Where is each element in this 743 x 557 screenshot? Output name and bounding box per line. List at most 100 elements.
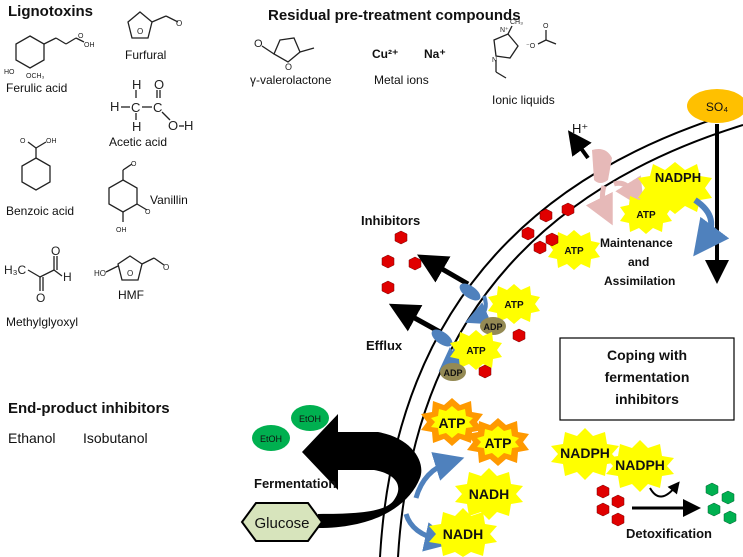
proton-pump bbox=[592, 149, 612, 183]
svg-text:HO: HO bbox=[94, 269, 106, 278]
external-inhibitors bbox=[381, 230, 422, 295]
ionic-liquid-structure: N⁺ N CH₃ ⁻O O bbox=[492, 19, 557, 79]
coping-line-2: fermentation bbox=[605, 369, 690, 385]
hmf-label: HMF bbox=[118, 288, 144, 302]
benzoic-acid-structure: O OH bbox=[20, 138, 57, 191]
svg-text:O: O bbox=[127, 269, 133, 278]
svg-text:ATP: ATP bbox=[636, 210, 656, 221]
so4-label: SO₄ bbox=[706, 100, 728, 114]
etoh-1 bbox=[291, 405, 329, 431]
svg-text:H: H bbox=[132, 77, 141, 92]
svg-text:H: H bbox=[184, 118, 193, 133]
svg-text:O: O bbox=[163, 263, 169, 272]
efflux-transporter-2 bbox=[431, 329, 453, 347]
svg-text:ATP: ATP bbox=[564, 246, 584, 257]
svg-text:O: O bbox=[36, 291, 45, 305]
svg-text:C: C bbox=[153, 100, 162, 115]
detox-inputs bbox=[596, 484, 625, 527]
svg-text:O: O bbox=[543, 23, 549, 30]
svg-text:NADPH: NADPH bbox=[560, 445, 610, 461]
atp-burst-2: ATP bbox=[548, 230, 600, 270]
svg-text:OH: OH bbox=[116, 227, 127, 234]
atp-burst-4: ATP bbox=[450, 330, 502, 370]
svg-text:HO: HO bbox=[4, 69, 15, 76]
svg-text:OCH₃: OCH₃ bbox=[26, 73, 45, 80]
etoh-2 bbox=[252, 425, 290, 451]
svg-text:C: C bbox=[131, 100, 140, 115]
detoxification-label: Detoxification bbox=[626, 526, 712, 541]
efflux-arrow-2 bbox=[388, 303, 442, 335]
svg-text:O: O bbox=[131, 161, 137, 168]
svg-text:H₃C: H₃C bbox=[4, 263, 27, 277]
efflux-label: Efflux bbox=[366, 338, 403, 353]
svg-text:O: O bbox=[154, 77, 164, 92]
proton-pump-arrow-down bbox=[585, 185, 613, 226]
svg-text:NADH: NADH bbox=[469, 486, 509, 502]
residual-heading: Residual pre-treatment compounds bbox=[268, 7, 521, 24]
atp-burst-3: ATP bbox=[488, 284, 540, 324]
proton-export-arrow bbox=[567, 130, 592, 160]
detox-outputs bbox=[705, 482, 737, 525]
svg-text:O: O bbox=[168, 118, 178, 133]
atp-orange-2: ATP bbox=[467, 418, 529, 466]
ferulic-acid-structure: O OH HO OCH₃ bbox=[4, 33, 95, 80]
svg-text:ATP: ATP bbox=[466, 346, 486, 357]
svg-text:O: O bbox=[20, 138, 26, 145]
svg-text:O: O bbox=[254, 38, 263, 50]
methylglyoxyl-structure: H₃C O O H bbox=[4, 244, 72, 305]
furfural-label: Furfural bbox=[125, 48, 166, 62]
etoh-label-2: EtOH bbox=[260, 434, 282, 444]
glucose-node bbox=[240, 502, 324, 542]
atp-hydrolysis-arrow-1 bbox=[464, 295, 492, 325]
ionic-liquids-label: Ionic liquids bbox=[492, 93, 555, 107]
inhibitors-label: Inhibitors bbox=[361, 213, 420, 228]
nadph-label-top: NADPH bbox=[655, 170, 701, 185]
acetic-acid-label: Acetic acid bbox=[109, 135, 167, 149]
adp-label-2: ADP bbox=[443, 368, 462, 378]
svg-text:ATP: ATP bbox=[504, 300, 524, 311]
nadh-burst-2: NADH bbox=[429, 508, 497, 557]
internal-inhibitors bbox=[478, 328, 526, 379]
nadph-burst-1: NADPH bbox=[551, 428, 619, 480]
efflux-arrow-1 bbox=[417, 254, 470, 287]
vanillin-label: Vanillin bbox=[150, 193, 188, 207]
svg-text:O: O bbox=[137, 27, 143, 36]
furfural-structure: O O bbox=[127, 11, 182, 39]
end-product-isobutanol: Isobutanol bbox=[83, 430, 148, 446]
acetic-acid-structure: H C H H C O O H bbox=[110, 77, 193, 134]
svg-text:O: O bbox=[51, 244, 60, 258]
adp-1 bbox=[480, 317, 506, 335]
svg-text:H: H bbox=[110, 99, 119, 114]
svg-text:⁻O: ⁻O bbox=[526, 43, 536, 50]
svg-text:OH: OH bbox=[84, 42, 95, 49]
nadh-burst-1: NADH bbox=[455, 468, 523, 520]
ferulic-acid-label: Ferulic acid bbox=[6, 81, 67, 95]
svg-text:ATP: ATP bbox=[485, 435, 512, 451]
proton-pump-arrow-right bbox=[613, 175, 644, 209]
nadph-arrow-top bbox=[693, 197, 730, 257]
svg-text:N: N bbox=[492, 57, 497, 64]
assimilation-label: Assimilation bbox=[604, 274, 675, 288]
svg-text:ATP: ATP bbox=[439, 415, 466, 431]
svg-text:OH: OH bbox=[46, 138, 57, 145]
glucose-label: Glucose bbox=[254, 515, 309, 532]
end-product-ethanol: Ethanol bbox=[8, 430, 55, 446]
hmf-structure: HO O O bbox=[94, 255, 169, 281]
membrane-inhibitors bbox=[521, 202, 575, 255]
adp-2 bbox=[440, 363, 466, 381]
maintenance-label: Maintenance bbox=[600, 236, 673, 250]
svg-text:CH₃: CH₃ bbox=[510, 19, 523, 26]
svg-text:O: O bbox=[176, 19, 182, 28]
svg-text:NADPH: NADPH bbox=[615, 457, 665, 473]
proton-label: H⁺ bbox=[572, 121, 588, 136]
methylglyoxyl-label: Methylglyoxyl bbox=[6, 315, 78, 329]
gvl-structure: O O bbox=[254, 37, 315, 72]
fermentation-arrow bbox=[302, 414, 422, 528]
sodium-ion: Na⁺ bbox=[424, 47, 446, 61]
copper-ion: Cu²⁺ bbox=[372, 47, 398, 61]
atp-generation-arrow bbox=[413, 452, 465, 499]
svg-text:O: O bbox=[78, 33, 84, 40]
lignotoxins-heading: Lignotoxins bbox=[8, 3, 93, 20]
atp-burst-1: ATP bbox=[620, 194, 672, 234]
